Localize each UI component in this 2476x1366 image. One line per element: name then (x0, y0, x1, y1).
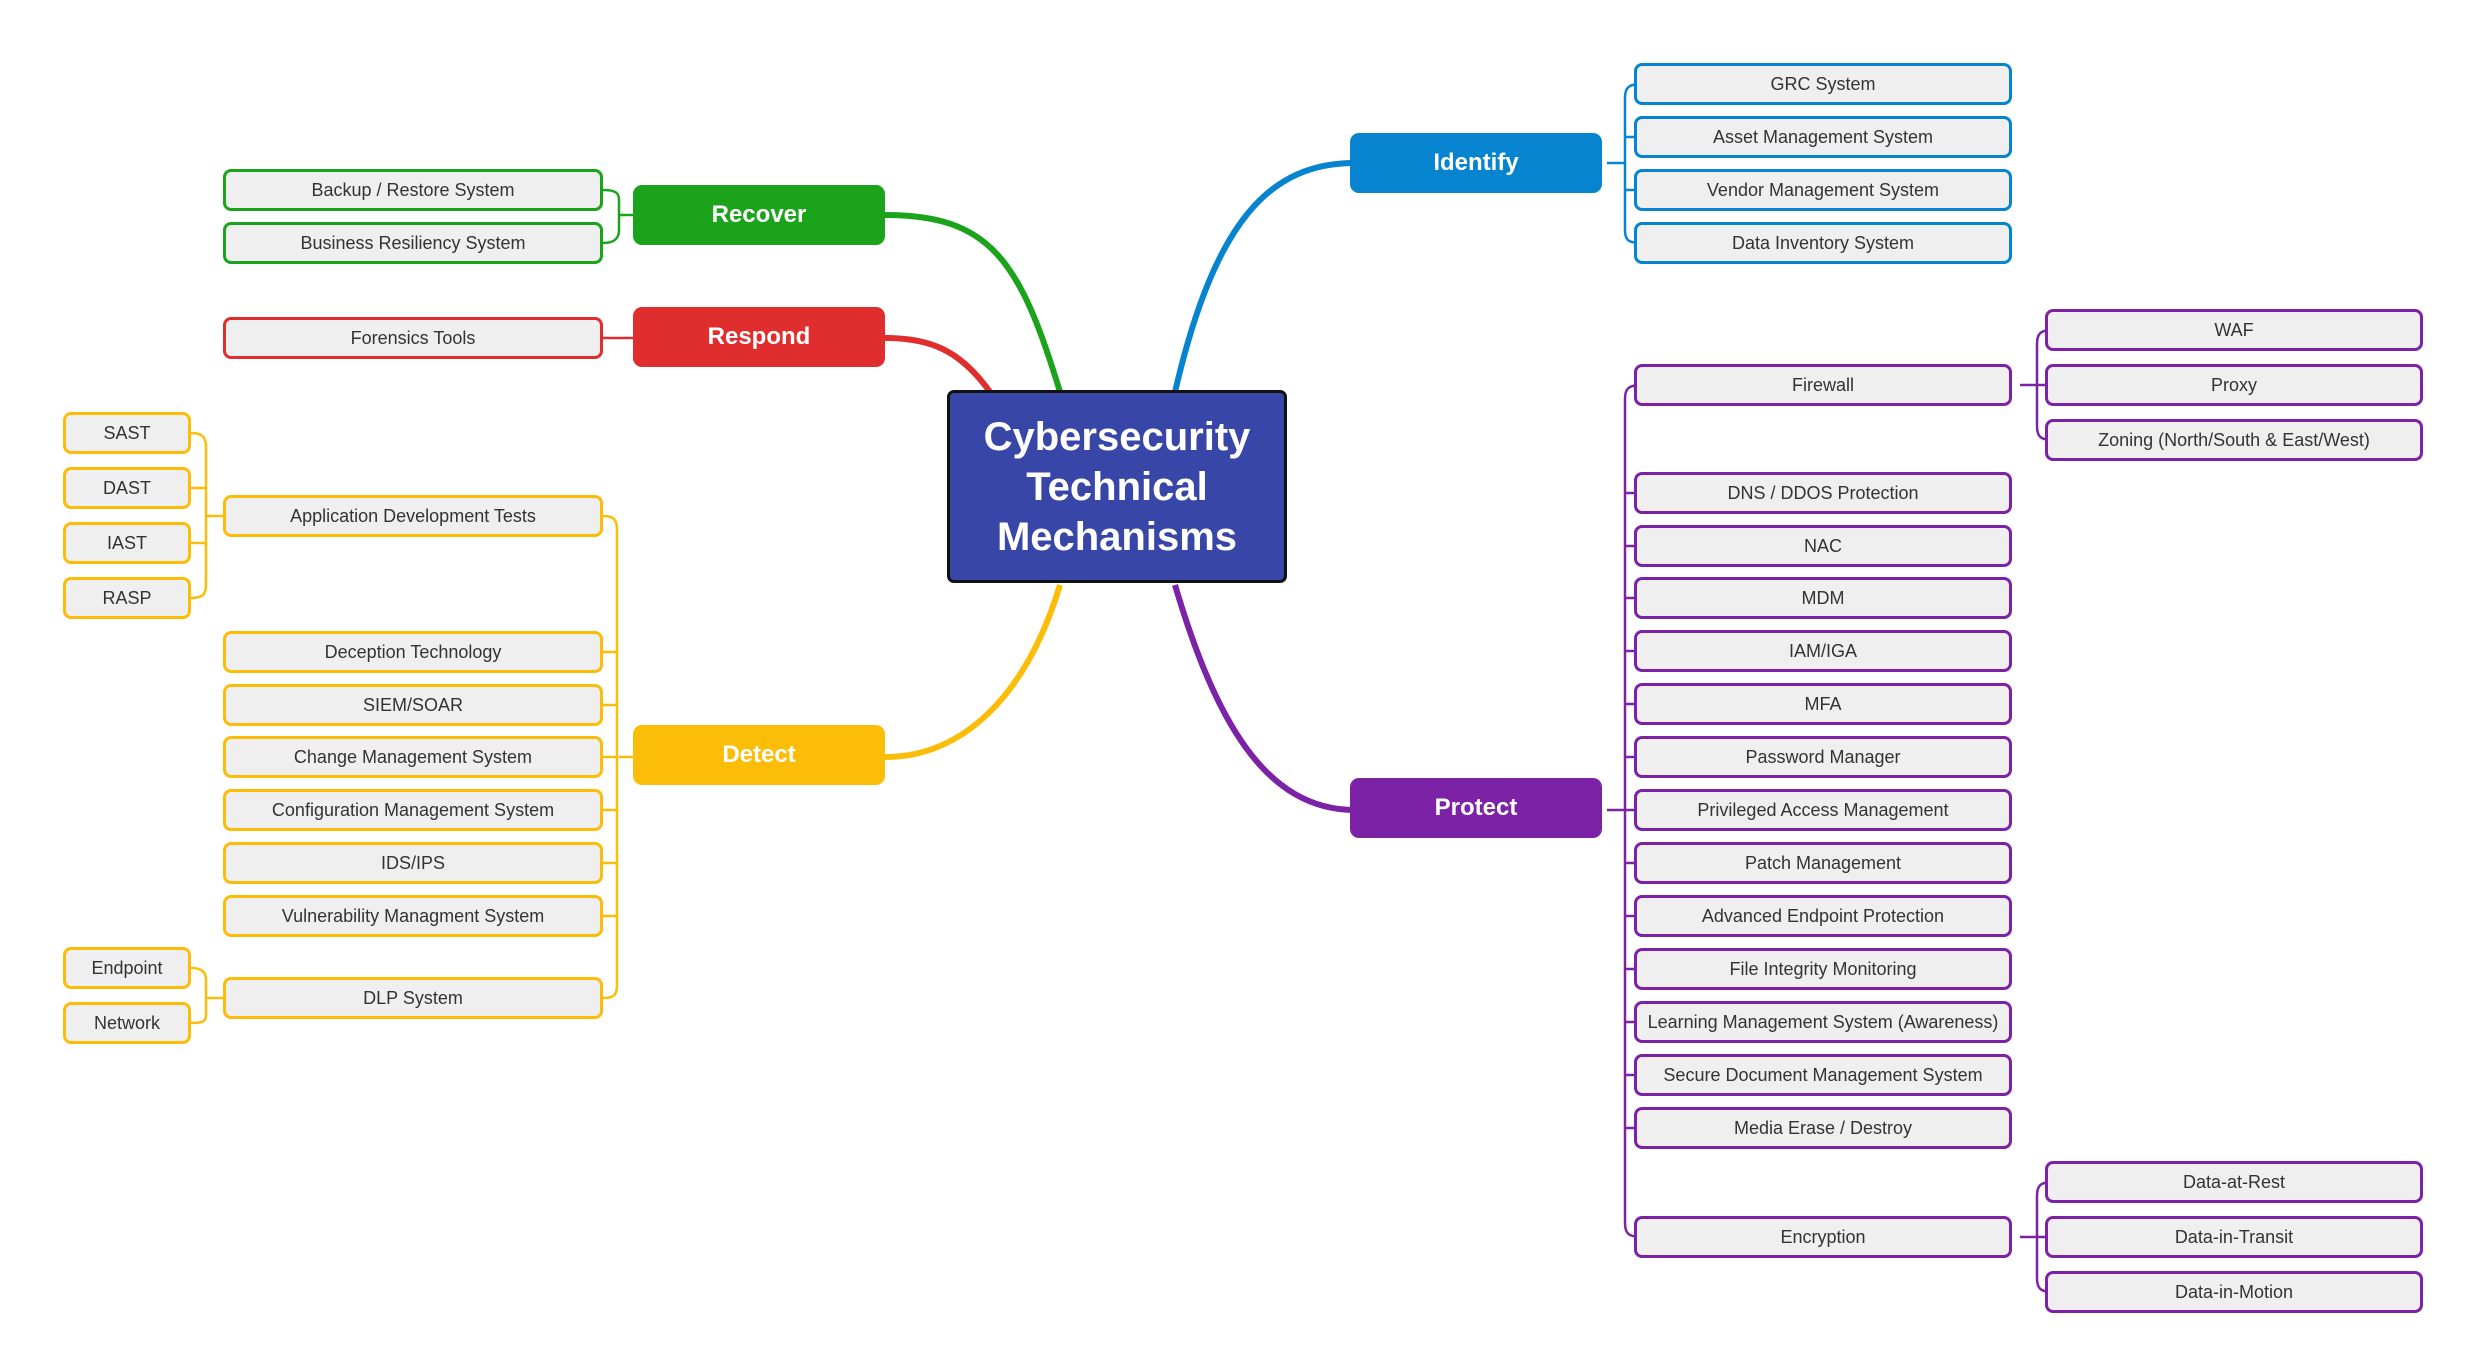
appdev-child[interactable]: RASP (63, 577, 191, 619)
detect-item[interactable]: Deception Technology (223, 631, 603, 673)
detect-item-dlp[interactable]: DLP System (223, 977, 603, 1019)
appdev-child[interactable]: SAST (63, 412, 191, 454)
protect-item[interactable]: Password Manager (1634, 736, 2012, 778)
connector-root-protect (1172, 584, 1356, 813)
encryption-child[interactable]: Data-at-Rest (2045, 1161, 2423, 1203)
appdev-child[interactable]: IAST (63, 522, 191, 564)
detect-item[interactable]: Vulnerability Managment System (223, 895, 603, 937)
protect-item-encryption[interactable]: Encryption (1634, 1216, 2012, 1258)
protect-item[interactable]: File Integrity Monitoring (1634, 948, 2012, 990)
connector-root-identify (1172, 160, 1356, 393)
detect-item[interactable]: Configuration Management System (223, 789, 603, 831)
protect-item[interactable]: MDM (1634, 577, 2012, 619)
dlp-child[interactable]: Network (63, 1002, 191, 1044)
identify-item[interactable]: Vendor Management System (1634, 169, 2012, 211)
connector-root-respond (884, 335, 993, 394)
protect-item[interactable]: NAC (1634, 525, 2012, 567)
identify-bracket (1607, 82, 1643, 245)
identify-item[interactable]: Asset Management System (1634, 116, 2012, 158)
protect-item[interactable]: MFA (1634, 683, 2012, 725)
recover-bracket (602, 188, 636, 245)
appdev-child[interactable]: DAST (63, 467, 191, 509)
detect-item[interactable]: SIEM/SOAR (223, 684, 603, 726)
root-node[interactable]: Cybersecurity Technical Mechanisms (947, 390, 1287, 583)
protect-item-firewall[interactable]: Firewall (1634, 364, 2012, 406)
protect-item[interactable]: Media Erase / Destroy (1634, 1107, 2012, 1149)
root-title-line-3: Mechanisms (996, 514, 1238, 559)
branch-protect[interactable]: Protect (1350, 778, 1602, 838)
protect-item[interactable]: Advanced Endpoint Protection (1634, 895, 2012, 937)
root-title: Cybersecurity Technical Mechanisms (984, 412, 1251, 562)
firewall-child[interactable]: Proxy (2045, 364, 2423, 406)
branch-identify[interactable]: Identify (1350, 133, 1602, 193)
respond-item[interactable]: Forensics Tools (223, 317, 603, 359)
connector-root-detect (884, 584, 1063, 760)
protect-item[interactable]: Learning Management System (Awareness) (1634, 1001, 2012, 1043)
protect-item[interactable]: Patch Management (1634, 842, 2012, 884)
root-title-line-2: Technical (1026, 464, 1208, 509)
detect-bracket (190, 431, 636, 1025)
protect-item[interactable]: Privileged Access Management (1634, 789, 2012, 831)
firewall-child[interactable]: WAF (2045, 309, 2423, 351)
recover-item[interactable]: Business Resiliency System (223, 222, 603, 264)
encryption-child[interactable]: Data-in-Transit (2045, 1216, 2423, 1258)
identify-item[interactable]: GRC System (1634, 63, 2012, 105)
protect-item[interactable]: Secure Document Management System (1634, 1054, 2012, 1096)
dlp-child[interactable]: Endpoint (63, 947, 191, 989)
root-title-line-1: Cybersecurity (983, 414, 1251, 459)
firewall-child[interactable]: Zoning (North/South & East/West) (2045, 419, 2423, 461)
detect-item-appdev[interactable]: Application Development Tests (223, 495, 603, 537)
protect-item[interactable]: DNS / DDOS Protection (1634, 472, 2012, 514)
encryption-child[interactable]: Data-in-Motion (2045, 1271, 2423, 1313)
identify-item[interactable]: Data Inventory System (1634, 222, 2012, 264)
connector-root-recover (884, 212, 1063, 393)
detect-item[interactable]: IDS/IPS (223, 842, 603, 884)
recover-item[interactable]: Backup / Restore System (223, 169, 603, 211)
protect-item[interactable]: IAM/IGA (1634, 630, 2012, 672)
branch-recover[interactable]: Recover (633, 185, 885, 245)
detect-item[interactable]: Change Management System (223, 736, 603, 778)
branch-respond[interactable]: Respond (633, 307, 885, 367)
branch-detect[interactable]: Detect (633, 725, 885, 785)
